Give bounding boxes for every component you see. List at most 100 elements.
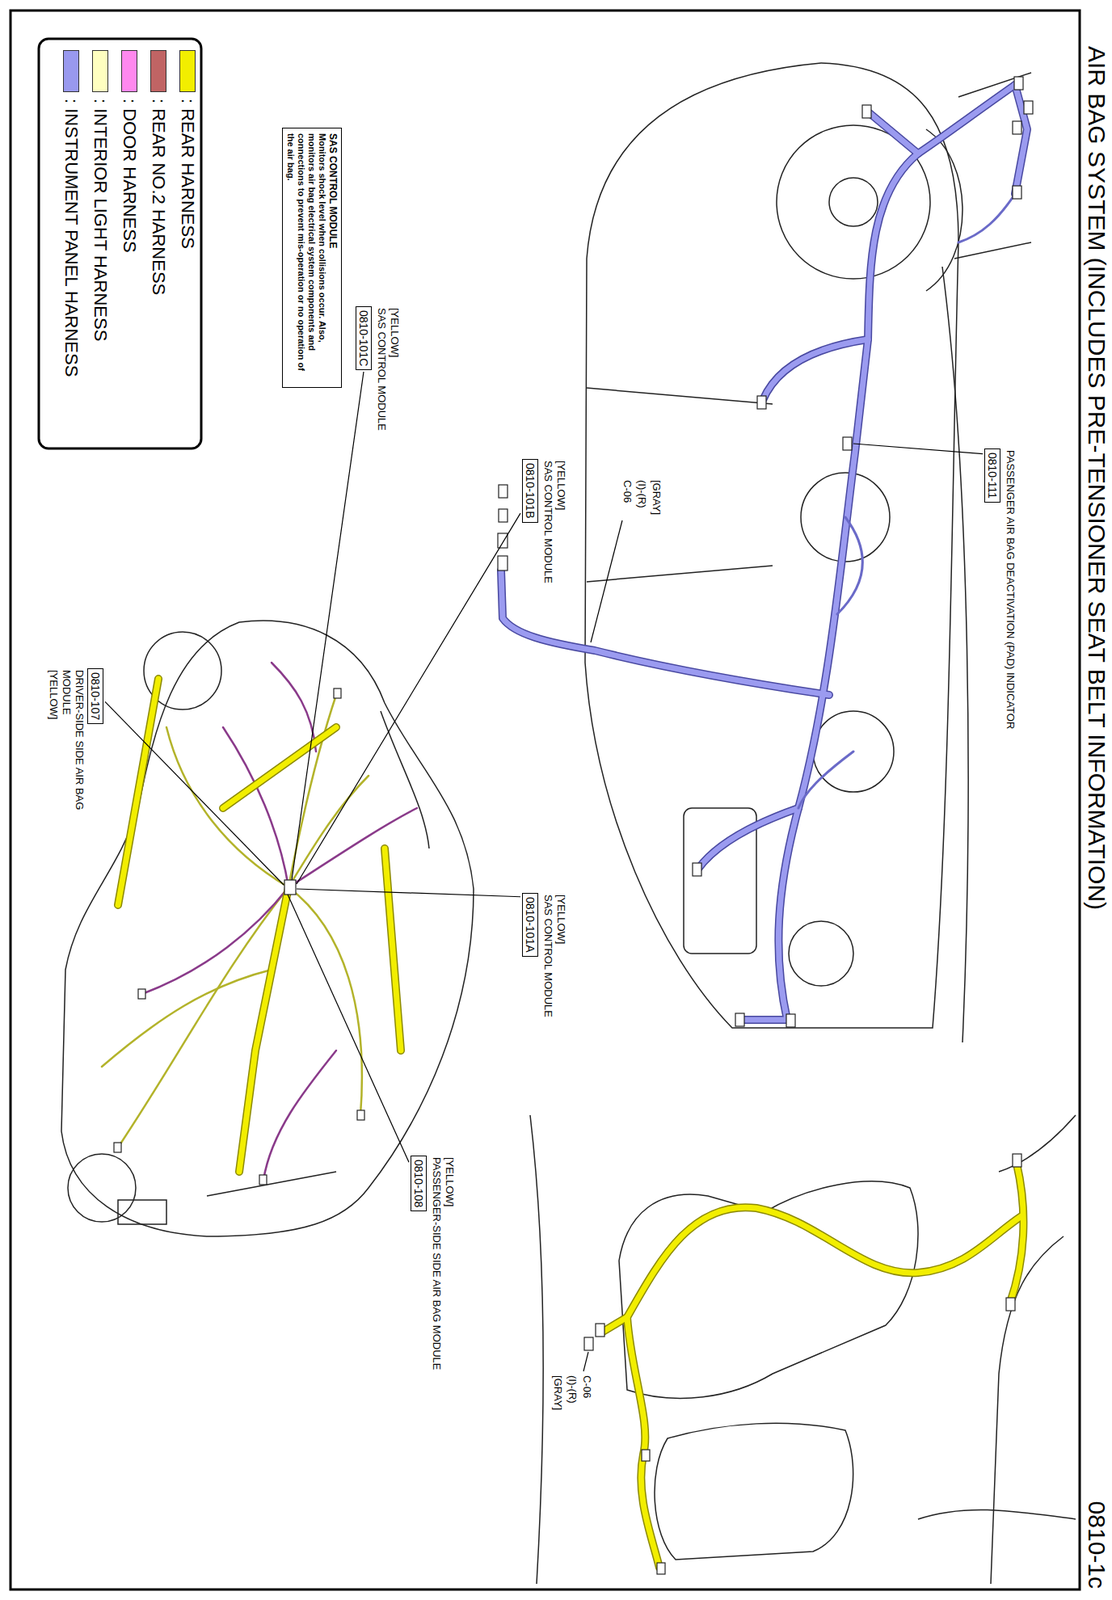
harness-edge [501,570,830,695]
callout-number: 0810-107 [87,668,104,725]
wire [288,808,417,888]
leader-line [287,894,409,1163]
leader-line [291,371,364,881]
connector [862,105,872,118]
rear-harness [627,1317,660,1568]
callout-number: 0810-101B [522,459,539,523]
legend-entry: : INSTRUMENT PANEL HARNESS [60,50,82,377]
harness-edge [117,678,159,906]
leader-line [105,701,284,885]
connector-label: (I)-(R) [565,1373,579,1406]
connector [497,556,508,571]
dashboard-outline [585,63,959,1028]
connector [498,484,508,498]
vent [788,921,854,986]
legend-entry: : REAR HARNESS [176,50,198,249]
connector [692,863,702,877]
legend-swatch [92,50,109,93]
instrument-panel-harness [698,808,799,869]
connector [1012,185,1022,199]
note-box: SAS CONTROL MODULEMonitors shock level w… [282,127,342,388]
connector [1006,1297,1016,1311]
legend-label: : DOOR HARNESS [118,98,140,253]
callout: PASSENGER AIR BAG DEACTIVATION (PAD) IND… [982,448,1017,731]
callout: 0810-107DRIVER-SIDE SIDE AIR BAG MODULE[… [46,668,107,846]
connector [259,1175,267,1185]
legend-entry: : DOOR HARNESS [118,50,140,253]
legend-label: : INTERIOR LIGHT HARNESS [89,98,111,342]
harness-edge [223,727,337,809]
callout: [YELLOW]SAS CONTROL MODULE0810-101B [520,459,568,586]
seat-part [654,1423,854,1560]
connector [584,1337,594,1351]
legend-swatch [179,50,196,93]
pad-connector [842,437,852,451]
page-border [10,10,1080,1590]
legend-swatch [121,50,138,93]
gauge-hood [926,129,963,291]
connector [1012,1154,1022,1167]
connector-label: [GRAY] [551,1373,565,1412]
connector-label: C-06 [580,1373,594,1400]
windshield-edge [380,711,430,849]
body-line [998,1115,1076,1172]
console-line [586,565,773,582]
leader-line [853,443,983,455]
callout-label: [YELLOW] [46,668,60,721]
instrument-panel-harness [501,570,830,695]
connector [497,533,508,548]
callout-label: PASSENGER-SIDE SIDE AIR BAG MODULE [429,1155,443,1372]
harness-edge [698,808,799,869]
wire [101,969,272,1067]
connector [333,688,342,699]
callout-label: SAS CONTROL MODULE [541,459,555,586]
legend-entry: : REAR NO.2 HARNESS [147,50,169,295]
rear-harness [1010,1163,1024,1303]
floor-line [530,1115,544,1584]
harness-edge [239,887,289,1172]
harness-branch [798,193,1016,809]
legend-swatch [63,50,80,93]
legend-frame [38,38,202,449]
connector [1012,121,1022,135]
harness-edge [627,1317,660,1568]
body-line [990,1236,1064,1584]
connector-label: (I)-(R) [635,478,649,510]
callout-label: [YELLOW] [554,459,568,512]
console-line [586,387,773,405]
harness-edge [762,339,868,401]
connector [113,1142,122,1153]
connector [357,1110,365,1121]
rear-harness [384,848,401,1051]
callout-label: DRIVER-SIDE SIDE AIR BAG MODULE [59,668,86,846]
rear-harness [239,887,289,1172]
instrument-panel-harness [869,113,919,154]
connector [1023,101,1033,114]
legend-swatch [150,50,167,93]
instrument-panel-harness [762,339,868,401]
leader-line [583,1352,589,1372]
note-body: Monitors shock level when collisions occ… [285,133,328,383]
legend-entry: : INTERIOR LIGHT HARNESS [89,50,111,342]
harness-edge [744,1015,788,1024]
body-line [918,1509,1076,1520]
callout-label: [YELLOW] [554,892,568,946]
connector [657,1562,666,1575]
connector [1014,76,1024,90]
instrument-panel-harness [778,84,1016,1020]
callout: [YELLOW]SAS CONTROL MODULE0810-101A [520,892,568,1020]
harness-edge [384,848,401,1051]
callout-label: [YELLOW] [387,306,401,359]
sas-module [284,880,296,895]
callout-label: SAS CONTROL MODULE [374,306,388,433]
connector [757,395,767,409]
legend-label: : INSTRUMENT PANEL HARNESS [60,98,82,377]
callout-label: [YELLOW] [442,1155,456,1209]
harness-edge [602,1207,1022,1332]
callout-number: 0810-111 [984,448,1001,503]
connector [595,1323,605,1337]
leader-line [296,888,521,898]
harness-edge [1010,1163,1024,1303]
steering-hub [829,177,878,227]
instrument-panel-harness [744,1017,788,1024]
